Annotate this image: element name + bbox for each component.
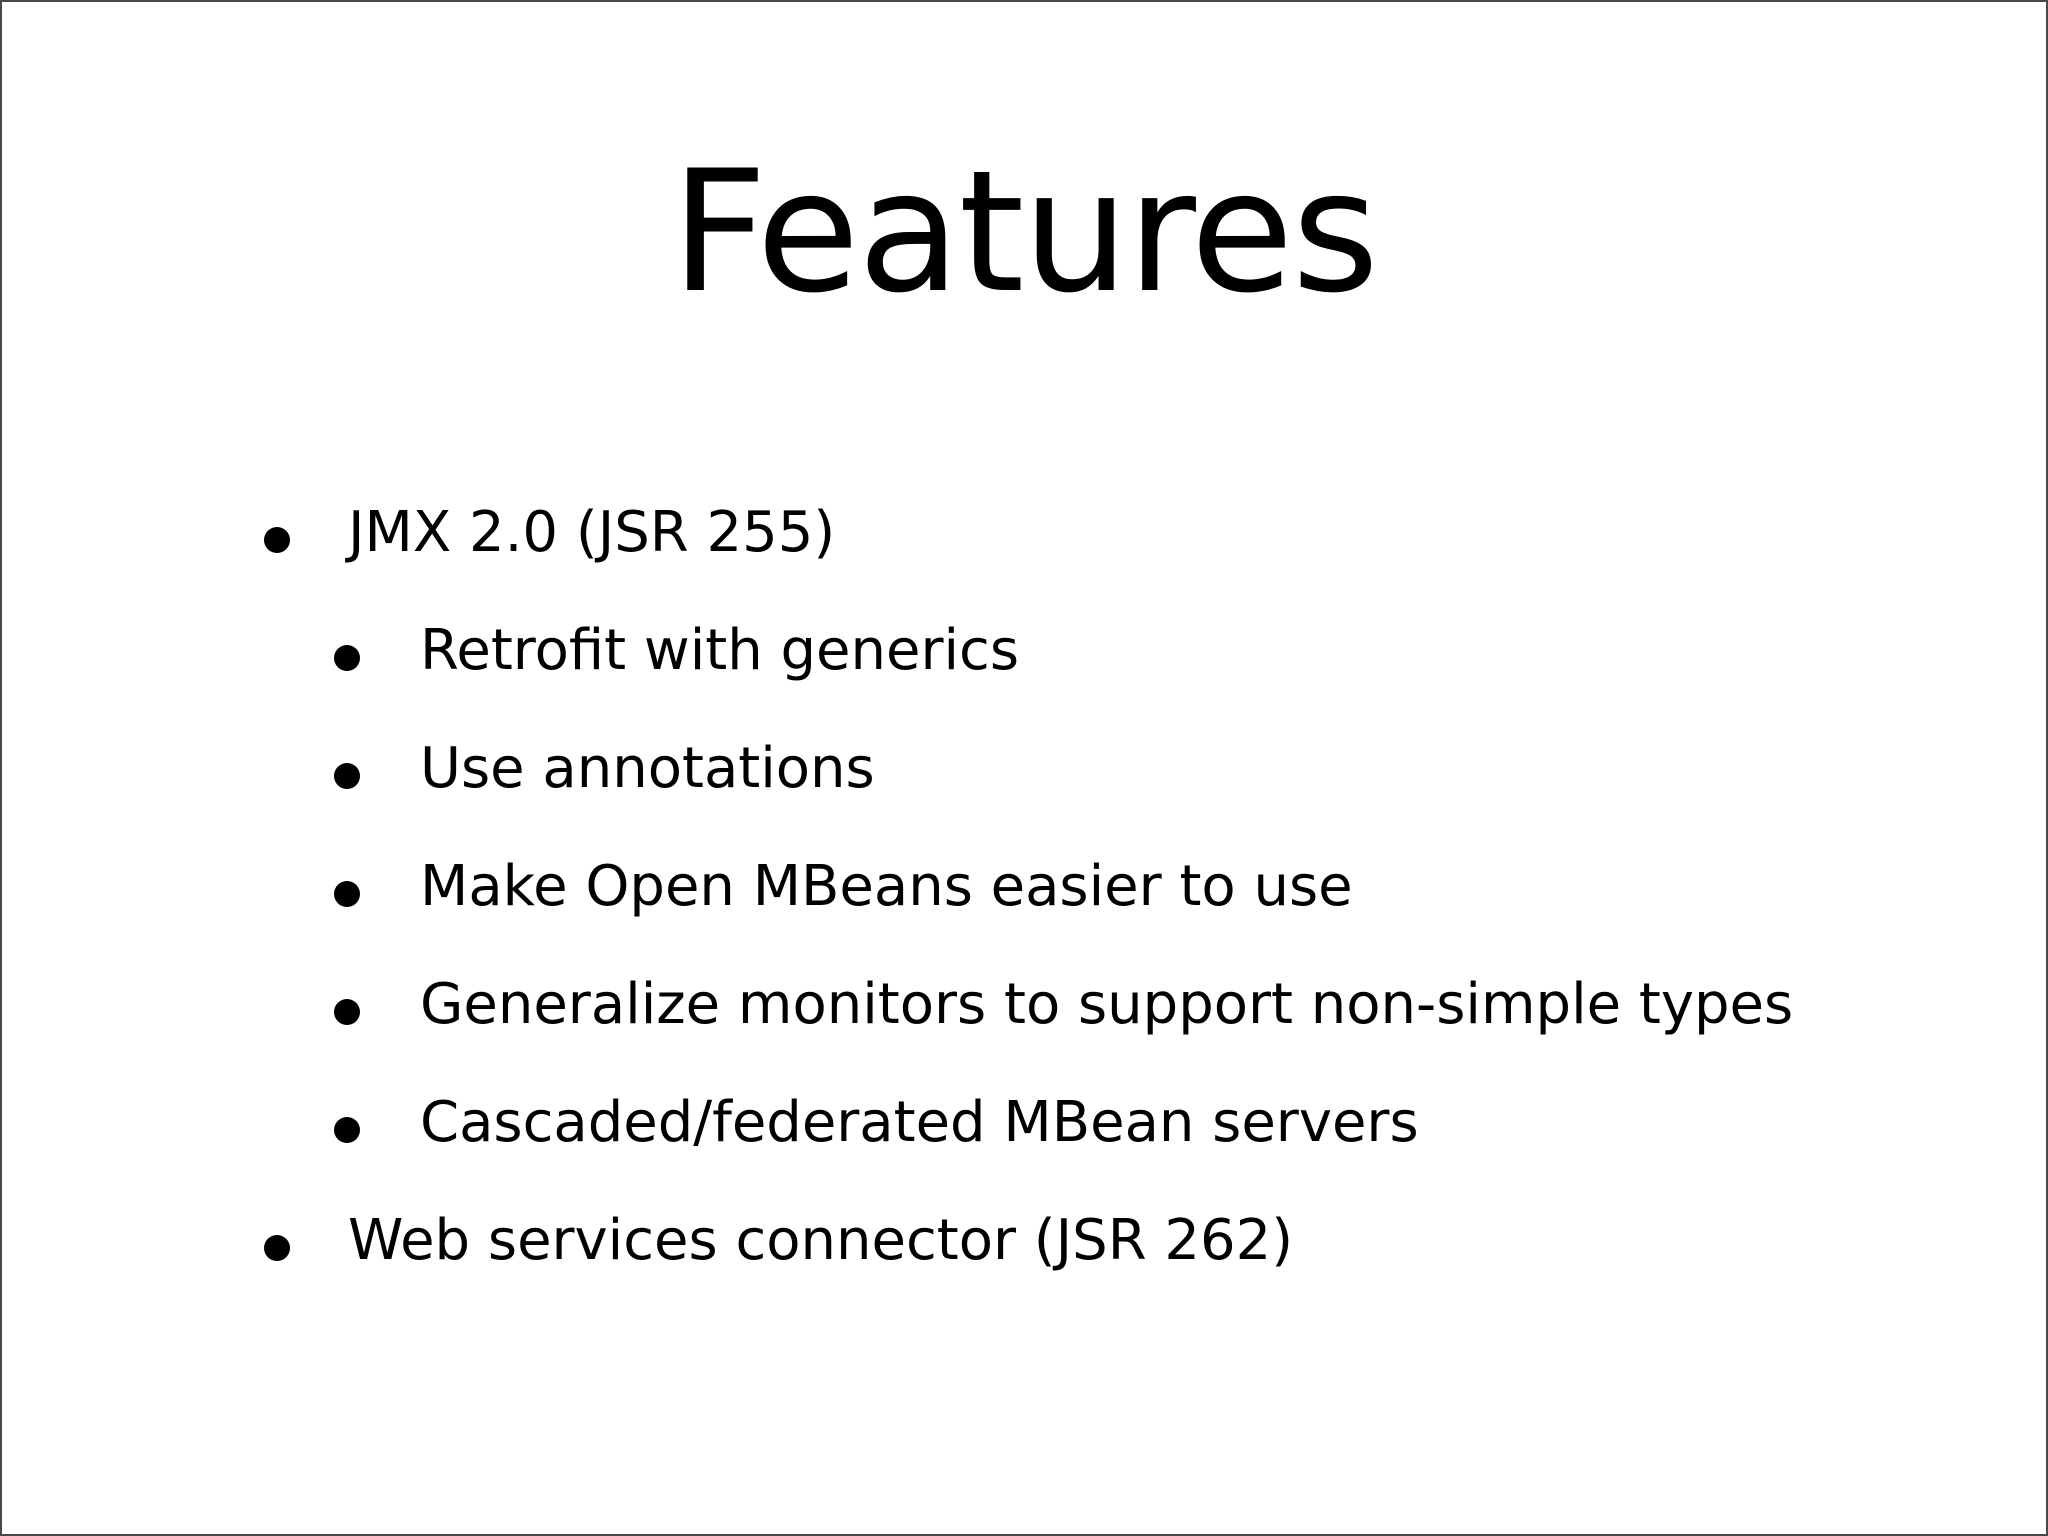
bullet-dot-icon [264, 1235, 290, 1261]
bullet-dot-icon [334, 763, 360, 789]
bullet-dot-icon [334, 881, 360, 907]
bullet-text: Cascaded/federated MBean servers [420, 1090, 1419, 1155]
bullet-text: Make Open MBeans easier to use [420, 854, 1353, 919]
slide-title: Features [670, 134, 1379, 330]
bullet-text: Web services connector (JSR 262) [348, 1208, 1294, 1273]
bullet-dot-icon [334, 1117, 360, 1143]
bullet-text: Generalize monitors to support non-simpl… [420, 972, 1794, 1037]
bullet-text: JMX 2.0 (JSR 255) [348, 500, 836, 565]
bullet-dot-icon [334, 999, 360, 1025]
bullet-text: Use annotations [420, 736, 875, 801]
bullet-dot-icon [264, 527, 290, 553]
bullet-text: Retrofit with generics [420, 618, 1019, 683]
bullet-dot-icon [334, 645, 360, 671]
